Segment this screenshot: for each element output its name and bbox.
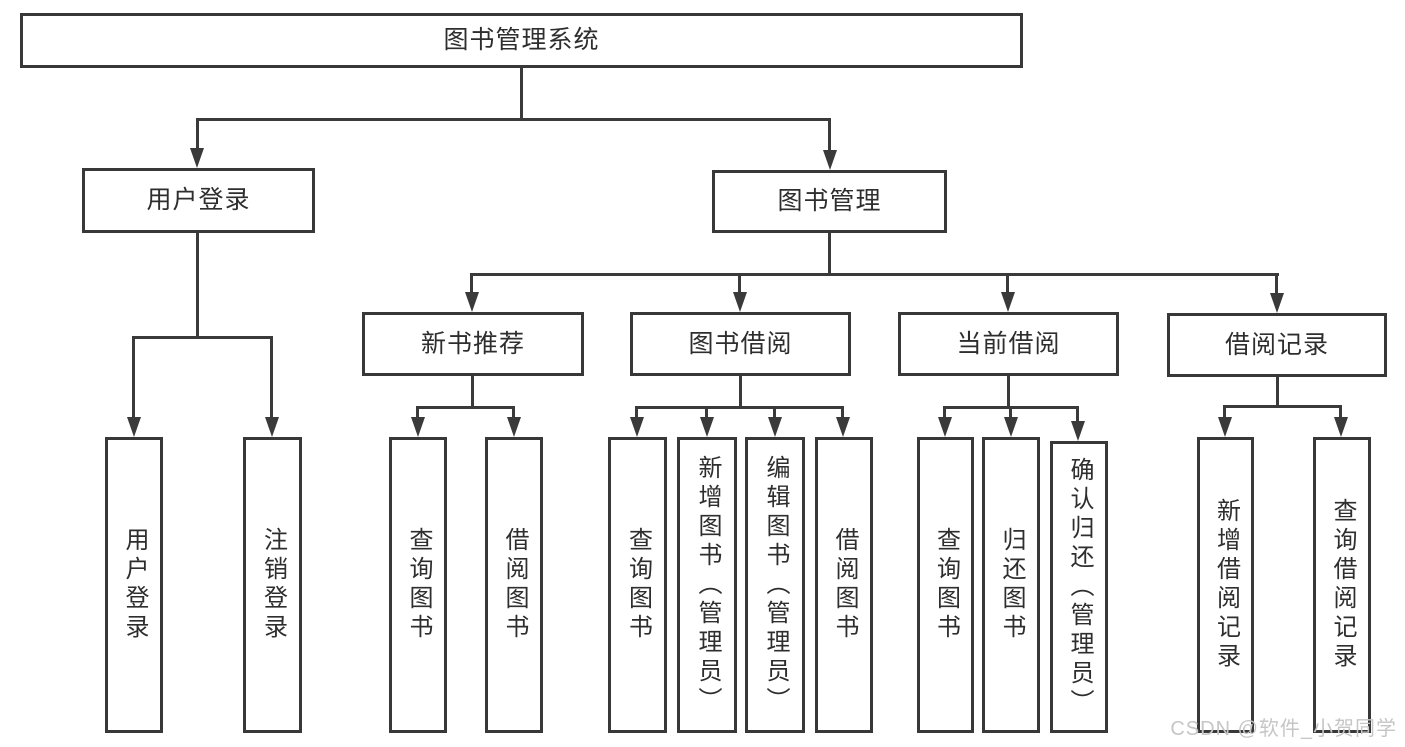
connector-line <box>270 336 273 419</box>
leaf-recommend-query-books: 查询图书 <box>389 437 447 733</box>
connector-line <box>132 336 135 419</box>
connector-line <box>133 336 273 339</box>
node-label: 新书推荐 <box>420 329 525 358</box>
node-label: 查询图书 <box>624 527 652 643</box>
arrow-down-icon <box>1004 417 1018 437</box>
connector-line <box>196 233 199 336</box>
node-borrowing-records: 借阅记录 <box>1167 313 1387 377</box>
arrow-down-icon <box>938 417 952 437</box>
node-label: 新增借阅记录 <box>1212 498 1240 672</box>
node-label: 当前借阅 <box>956 329 1061 358</box>
arrow-down-icon <box>700 417 714 437</box>
node-label: 查询图书 <box>932 527 960 643</box>
node-label: 查询图书 <box>405 527 432 643</box>
connector-line <box>1076 406 1079 423</box>
csdn-watermark: CSDN @软件_小贺同学 <box>1170 718 1397 740</box>
connector-line <box>1225 405 1342 408</box>
node-label: 查询借阅记录 <box>1329 498 1356 672</box>
leaf-user-login: 用户登录 <box>105 437 163 733</box>
leaf-borrowing-borrow-books: 借阅图书 <box>815 437 873 733</box>
node-library-management-system: 图书管理系统 <box>20 13 1023 68</box>
connector-line <box>1006 273 1009 294</box>
node-label: 用户登录 <box>121 527 148 643</box>
node-label: 图书借阅 <box>688 329 793 358</box>
leaf-current-confirm-return-admin: 确认归还（管理员） <box>1050 441 1108 733</box>
node-label: 确认归还（管理员） <box>1066 456 1093 718</box>
node-label: 归还图书 <box>998 527 1025 643</box>
arrow-down-icon <box>1071 421 1085 441</box>
arrow-down-icon <box>265 417 279 437</box>
arrow-down-icon <box>823 150 837 170</box>
arrow-down-icon <box>768 417 782 437</box>
arrow-down-icon <box>1218 417 1232 437</box>
arrow-down-icon <box>127 417 141 437</box>
connector-line <box>470 273 473 294</box>
connector-line <box>828 118 831 152</box>
connector-line <box>773 406 776 419</box>
arrow-down-icon <box>1334 417 1348 437</box>
arrow-down-icon <box>507 417 521 437</box>
connector-line <box>739 376 742 406</box>
leaf-borrowing-add-books-admin: 新增图书（管理员） <box>677 437 737 733</box>
leaf-logout: 注销登录 <box>243 437 302 733</box>
connector-line <box>196 118 199 150</box>
connector-line <box>417 406 515 409</box>
connector-line <box>1009 406 1012 419</box>
arrow-down-icon <box>733 292 747 312</box>
connector-line <box>636 406 844 409</box>
node-label: 借阅图书 <box>831 527 858 643</box>
leaf-records-query-borrow-record: 查询借阅记录 <box>1313 437 1371 733</box>
node-current-borrowing: 当前借阅 <box>898 312 1119 376</box>
connector-line <box>1276 377 1279 405</box>
connector-line <box>520 68 523 118</box>
connector-line <box>945 406 1079 409</box>
leaf-current-return-books: 归还图书 <box>982 437 1040 733</box>
arrow-down-icon <box>630 417 644 437</box>
connector-line <box>416 406 419 419</box>
arrow-down-icon <box>1001 292 1015 312</box>
arrow-down-icon <box>190 148 204 168</box>
node-label: 图书管理系统 <box>443 26 600 54</box>
node-label: 借阅图书 <box>501 527 528 643</box>
connector-line <box>1275 273 1278 295</box>
node-label: 编辑图书（管理员） <box>762 454 789 716</box>
connector-line <box>841 406 844 419</box>
leaf-borrowing-edit-books-admin: 编辑图书（管理员） <box>745 437 805 733</box>
arrow-down-icon <box>465 292 479 312</box>
connector-line <box>738 273 741 294</box>
leaf-current-query-books: 查询图书 <box>917 437 974 733</box>
arrow-down-icon <box>836 417 850 437</box>
node-label: 图书管理 <box>777 187 882 215</box>
arrow-down-icon <box>1270 293 1284 313</box>
connector-line <box>1223 405 1226 419</box>
node-label: 新增图书（管理员） <box>694 454 721 716</box>
leaf-recommend-borrow-books: 借阅图书 <box>485 437 543 733</box>
leaf-borrowing-query-books: 查询图书 <box>608 437 667 733</box>
node-new-book-recommend: 新书推荐 <box>362 312 584 376</box>
connector-line <box>1339 405 1342 419</box>
connector-line <box>635 406 638 419</box>
connector-line <box>471 273 1279 276</box>
node-book-borrowing: 图书借阅 <box>630 312 851 376</box>
connector-line <box>943 406 946 419</box>
node-label: 用户登录 <box>146 186 251 214</box>
node-label: 注销登录 <box>259 527 287 643</box>
connector-line <box>471 376 474 406</box>
node-user-login: 用户登录 <box>82 168 315 233</box>
connector-line <box>828 233 831 273</box>
node-label: 借阅记录 <box>1224 330 1329 359</box>
node-book-management: 图书管理 <box>712 170 947 233</box>
connector-line <box>512 406 515 419</box>
connector-line <box>705 406 708 419</box>
connector-line <box>1007 376 1010 406</box>
leaf-records-add-borrow-record: 新增借阅记录 <box>1197 437 1254 733</box>
arrow-down-icon <box>411 417 425 437</box>
connector-line <box>197 118 831 121</box>
